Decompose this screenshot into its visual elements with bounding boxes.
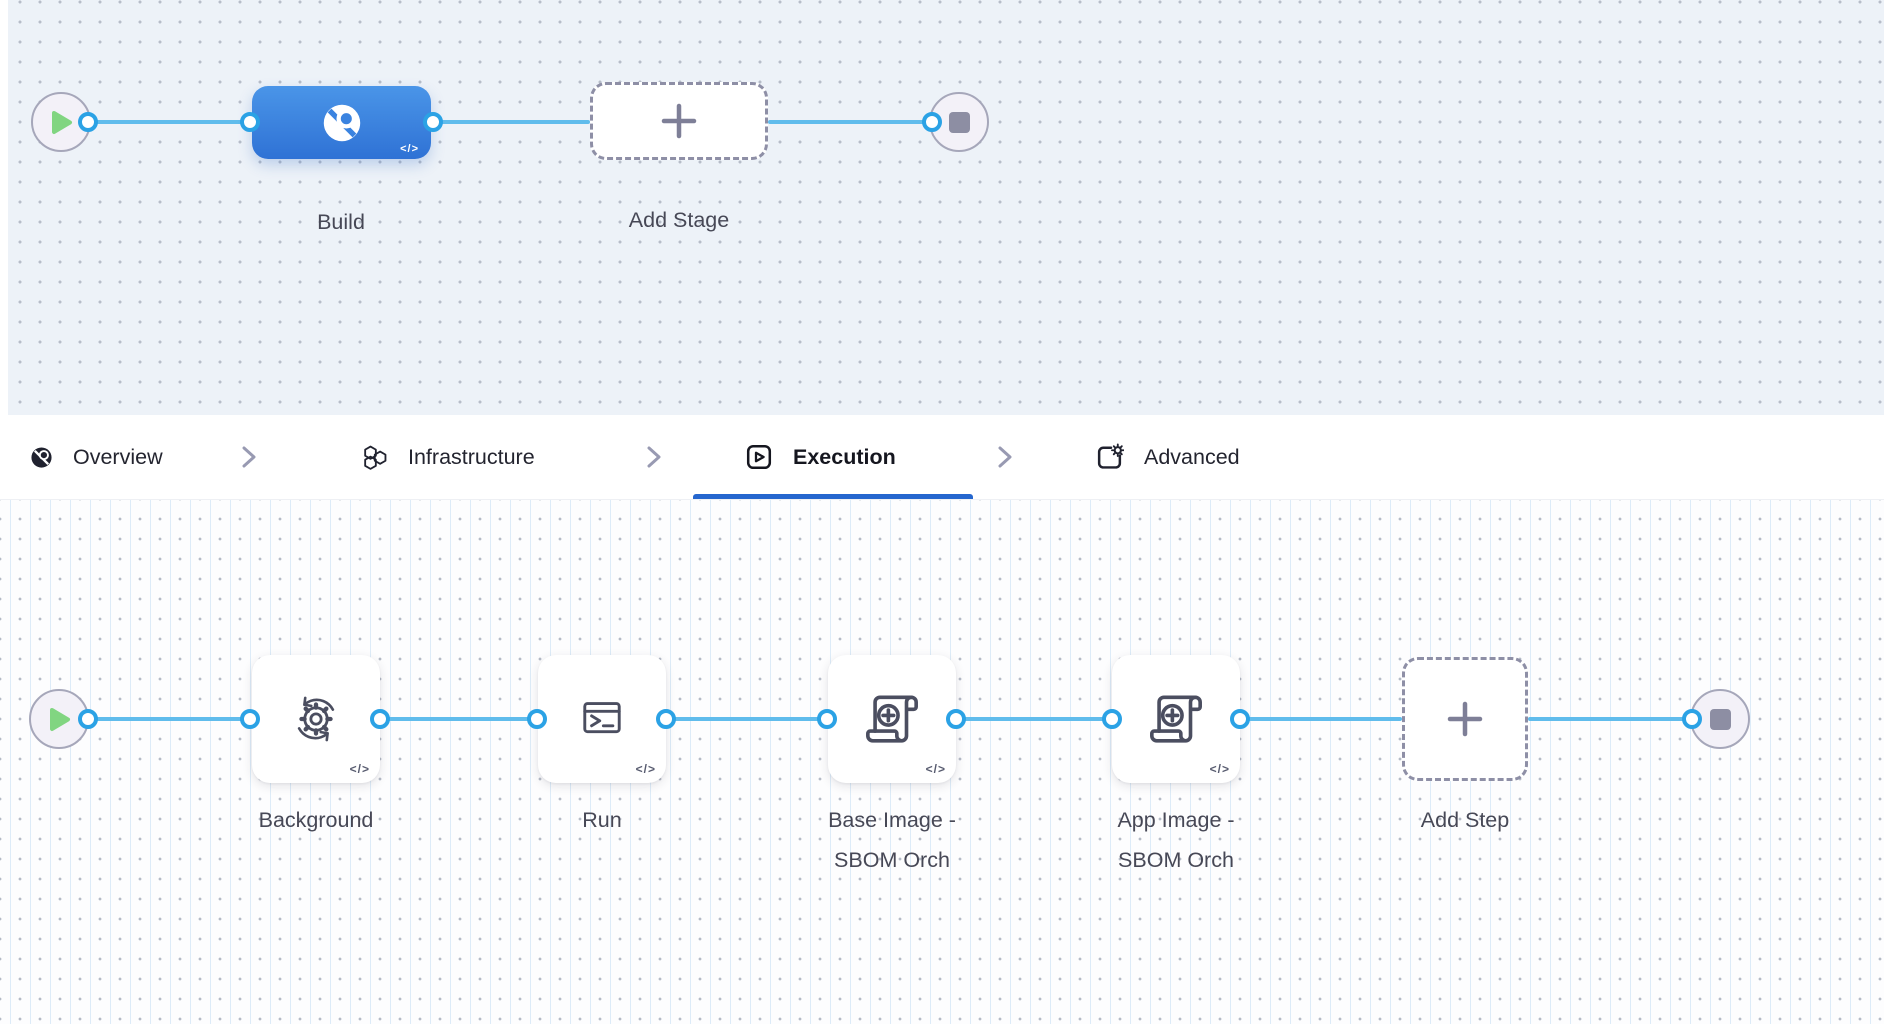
- edge-build-to-addstage: [433, 120, 590, 124]
- step-node-app-image-sbom[interactable]: </>: [1112, 655, 1240, 783]
- tab-label: Infrastructure: [408, 444, 535, 469]
- tab-infrastructure[interactable]: Infrastructure: [360, 415, 535, 499]
- stop-icon: [1709, 708, 1731, 730]
- execution-canvas[interactable]: </> </>: [0, 500, 1884, 1024]
- plus-icon: [1447, 701, 1483, 737]
- connector-dot[interactable]: [656, 709, 676, 729]
- connector-dot[interactable]: [1230, 709, 1250, 729]
- hexagons-icon: [364, 445, 387, 470]
- stage-label: Build: [317, 210, 365, 234]
- code-view-badge[interactable]: </>: [1209, 762, 1230, 776]
- stage-node-build[interactable]: </>: [252, 86, 431, 159]
- tab-label: Advanced: [1144, 444, 1240, 469]
- add-step-label: Add Step: [1420, 808, 1510, 832]
- connector-dot[interactable]: [946, 709, 966, 729]
- play-square-icon: [746, 444, 772, 470]
- panel-gear-icon: [1097, 443, 1124, 469]
- ci-overview-icon: [31, 446, 52, 468]
- tab-overview[interactable]: Overview: [30, 415, 163, 499]
- play-icon: [49, 707, 70, 731]
- tab-advanced[interactable]: Advanced: [1095, 415, 1240, 499]
- code-view-badge[interactable]: </>: [400, 143, 419, 155]
- code-view-badge[interactable]: </>: [349, 762, 370, 776]
- connector-dot[interactable]: [423, 112, 443, 132]
- tab-label: Overview: [73, 444, 163, 469]
- edge: [1528, 717, 1692, 721]
- play-icon: [51, 110, 72, 134]
- edge-start-to-build: [88, 120, 250, 124]
- step-label: App Image - SBOM Orch: [1117, 808, 1235, 872]
- edge: [1240, 717, 1402, 721]
- chevron-right-icon: [647, 446, 661, 468]
- add-stage-button[interactable]: [590, 82, 768, 160]
- step-node-base-image-sbom[interactable]: </>: [828, 655, 956, 783]
- step-node-run[interactable]: </>: [538, 655, 666, 783]
- edge: [956, 717, 1112, 721]
- edge: [666, 717, 827, 721]
- connector-dot[interactable]: [527, 709, 547, 729]
- stage-config-tabbar: Overview Infrastructure Execution: [0, 415, 1884, 500]
- chevron-right-icon: [242, 446, 256, 468]
- connector-dot[interactable]: [240, 112, 260, 132]
- chevron-right-icon: [998, 446, 1012, 468]
- edge-addstage-to-end: [768, 120, 932, 124]
- tab-execution[interactable]: Execution: [745, 415, 896, 499]
- code-view-badge[interactable]: </>: [635, 762, 656, 776]
- connector-dot[interactable]: [240, 709, 260, 729]
- connector-dot[interactable]: [370, 709, 390, 729]
- stage-canvas[interactable]: </> Build Add Stage: [0, 0, 1884, 415]
- plus-icon: [661, 103, 697, 139]
- connector-dot[interactable]: [1102, 709, 1122, 729]
- add-stage-label: Add Stage: [628, 208, 730, 232]
- terminal-icon: [583, 702, 621, 734]
- pipeline-end-node[interactable]: [929, 92, 989, 152]
- connector-dot[interactable]: [817, 709, 837, 729]
- connector-dot[interactable]: [922, 112, 942, 132]
- code-view-badge[interactable]: </>: [925, 762, 946, 776]
- canvas-left-gutter: [0, 0, 8, 415]
- edge: [380, 717, 537, 721]
- ci-build-icon: [323, 104, 360, 141]
- step-label: Background: [258, 808, 374, 832]
- step-node-background[interactable]: </>: [252, 655, 380, 783]
- add-step-button[interactable]: [1402, 657, 1528, 781]
- connector-dot[interactable]: [78, 112, 98, 132]
- sbom-scroll-icon: [1150, 695, 1202, 743]
- sync-gear-icon: [297, 696, 335, 742]
- sbom-scroll-icon: [866, 695, 918, 743]
- edge: [88, 717, 250, 721]
- active-tab-underline: [693, 494, 973, 499]
- connector-dot[interactable]: [78, 709, 98, 729]
- step-label: Base Image - SBOM Orch: [828, 808, 956, 872]
- tab-label: Execution: [793, 444, 896, 469]
- stop-icon: [948, 111, 970, 133]
- connector-dot[interactable]: [1682, 709, 1702, 729]
- step-label: Run: [582, 808, 622, 832]
